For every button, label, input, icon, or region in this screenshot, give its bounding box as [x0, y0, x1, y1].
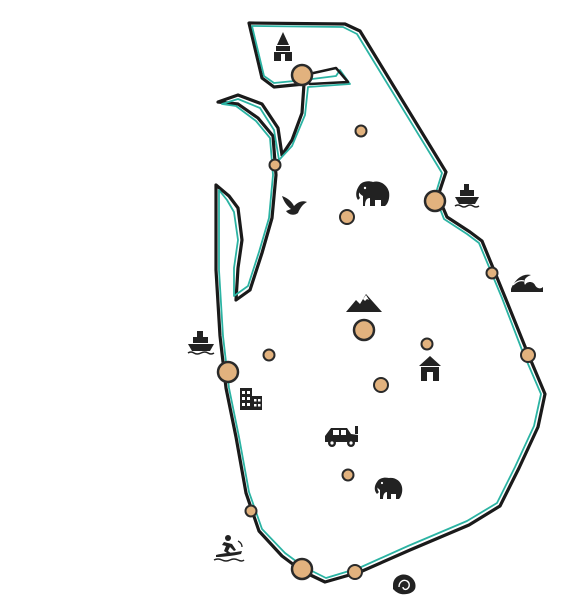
- building-icon: [240, 388, 262, 410]
- marker-nuwara-eliya[interactable]: [373, 377, 389, 393]
- marker-mannar[interactable]: [268, 158, 282, 172]
- marker-polonnaruwa[interactable]: [420, 337, 434, 351]
- island-outline: [214, 21, 547, 584]
- map-icons: [187, 32, 543, 595]
- marker-galle[interactable]: [290, 557, 314, 581]
- ship-icon: [187, 331, 215, 355]
- shell-icon: [393, 574, 416, 595]
- wave-icon: [511, 274, 543, 292]
- marker-jaffna[interactable]: [290, 63, 314, 87]
- marker-negombo[interactable]: [262, 348, 276, 362]
- marker-bentota[interactable]: [244, 504, 258, 518]
- surfer-icon: [213, 535, 245, 562]
- marker-colombo[interactable]: [216, 360, 240, 384]
- temple-icon: [419, 356, 441, 381]
- bird-icon: [282, 196, 307, 215]
- elephant-icon: [356, 181, 390, 206]
- jeep-icon: [325, 426, 358, 447]
- island-coast-teal: [218, 25, 542, 579]
- marker-kandy[interactable]: [352, 318, 376, 342]
- marker-trincomalee[interactable]: [423, 189, 447, 213]
- elephant-icon: [374, 477, 403, 499]
- marker-anuradhapura[interactable]: [339, 209, 355, 225]
- ship-icon: [454, 184, 480, 208]
- marker-batticaloa[interactable]: [520, 347, 536, 363]
- marker-ratnapura[interactable]: [341, 468, 355, 482]
- marker-north-central[interactable]: [354, 124, 368, 138]
- marker-matara[interactable]: [347, 564, 363, 580]
- mountain-icon: [346, 294, 382, 312]
- temple-icon: [274, 32, 292, 61]
- island-coast-dark: [214, 21, 547, 584]
- location-markers: [216, 63, 536, 581]
- marker-batticaloa-north[interactable]: [485, 266, 499, 280]
